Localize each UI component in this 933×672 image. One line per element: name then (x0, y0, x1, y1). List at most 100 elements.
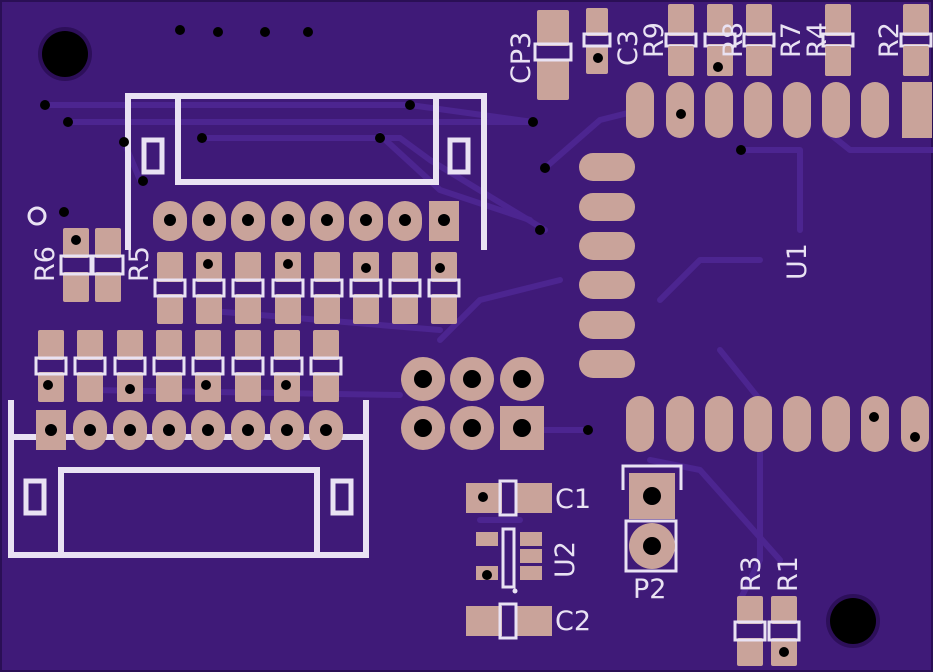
label-r8: R8 (718, 22, 749, 58)
pad-drill (643, 487, 661, 505)
connector-top-latch (175, 93, 439, 185)
label-r4: R4 (802, 22, 833, 58)
pad-drill (45, 424, 57, 436)
via (676, 109, 686, 119)
pad-drill (414, 370, 432, 388)
resistor-pad (235, 252, 261, 282)
u1-pad (783, 82, 811, 138)
r3-silk (733, 620, 767, 642)
pad-drill (242, 424, 254, 436)
label-r1: R1 (773, 556, 804, 592)
resistor-pad (825, 4, 851, 36)
resistor-pad (431, 294, 457, 324)
resistor-pad (746, 46, 772, 76)
label-r5: R5 (124, 246, 155, 282)
p2-outline-top (621, 464, 683, 490)
u1-pad (579, 271, 635, 299)
resistor-pad (903, 46, 929, 76)
label-c2: C2 (555, 606, 591, 637)
resistor-pad (235, 372, 261, 402)
pad-drill (513, 370, 531, 388)
via (203, 259, 213, 269)
resistor-silk (153, 278, 187, 298)
u2-pin1-dot (512, 588, 518, 594)
r3-pad (737, 638, 763, 666)
resistor-pad (196, 294, 222, 324)
pad-drill (463, 419, 481, 437)
pad-drill (438, 214, 450, 226)
pad-drill (163, 424, 175, 436)
via (583, 425, 593, 435)
label-r6: R6 (30, 246, 61, 282)
resistor-pad (903, 4, 929, 36)
pad-drill (643, 537, 661, 555)
mounting-holes (38, 27, 880, 648)
c2-pad (516, 606, 552, 636)
c1-pad (516, 483, 552, 513)
u1-pad (861, 82, 889, 138)
connector-top-key-right (447, 137, 471, 175)
p2-outline (624, 519, 678, 573)
resistor-silk (349, 278, 383, 298)
label-r7: R7 (776, 22, 807, 58)
silkscreen-outlines (8, 93, 683, 573)
resistor-pad (313, 372, 339, 402)
via (260, 27, 270, 37)
resistor-pad (117, 330, 143, 360)
via (375, 133, 385, 143)
u1-pad (579, 350, 635, 378)
cp3-silk (533, 42, 573, 62)
u2-pad (476, 532, 498, 546)
c2-silk (498, 602, 518, 640)
c1-silk (498, 479, 518, 517)
label-u1: U1 (782, 243, 813, 280)
u1-pad (579, 193, 635, 221)
u1-pad-square (902, 82, 932, 138)
c3-silk (582, 32, 612, 48)
c2-pad (466, 606, 502, 636)
via (281, 380, 291, 390)
via (540, 163, 550, 173)
resistor-pad (825, 46, 851, 76)
component-labels: CP3 C3 R9 R8 R7 R4 R2 R6 R5 U1 C1 U2 C2 … (30, 22, 905, 637)
u1-pad (744, 82, 772, 138)
resistor-pad (668, 4, 694, 36)
label-r2: R2 (874, 22, 905, 58)
connector-top-key-left (141, 137, 165, 175)
u1-pad (822, 82, 850, 138)
resistor-pad (235, 330, 261, 360)
vias (40, 25, 920, 657)
r6-silk (59, 254, 93, 276)
via (119, 137, 129, 147)
pad-drill (164, 214, 176, 226)
via (910, 432, 920, 442)
via (213, 27, 223, 37)
via (736, 145, 746, 155)
u1-pad (901, 396, 929, 452)
via (138, 176, 148, 186)
resistor-pad (392, 294, 418, 324)
r5-silk (91, 254, 125, 276)
connector-bottom-key-right (330, 478, 354, 516)
via (405, 100, 415, 110)
via (40, 100, 50, 110)
resistor-silk (73, 356, 107, 376)
resistor-pad (77, 372, 103, 402)
resistor-pad (353, 294, 379, 324)
resistor-pad (38, 330, 64, 360)
resistor-pad (157, 294, 183, 324)
via (361, 263, 371, 273)
r1-pad (771, 596, 797, 624)
pad-drill (414, 419, 432, 437)
resistor-pad (156, 330, 182, 360)
via (528, 117, 538, 127)
pad-drill (124, 424, 136, 436)
via (63, 117, 73, 127)
pad-drill (513, 419, 531, 437)
u1-pad (579, 153, 635, 181)
copper-pads (34, 4, 933, 666)
copper-traces (42, 102, 933, 603)
resistor-silk (231, 356, 265, 376)
cp3-pad (537, 60, 569, 100)
